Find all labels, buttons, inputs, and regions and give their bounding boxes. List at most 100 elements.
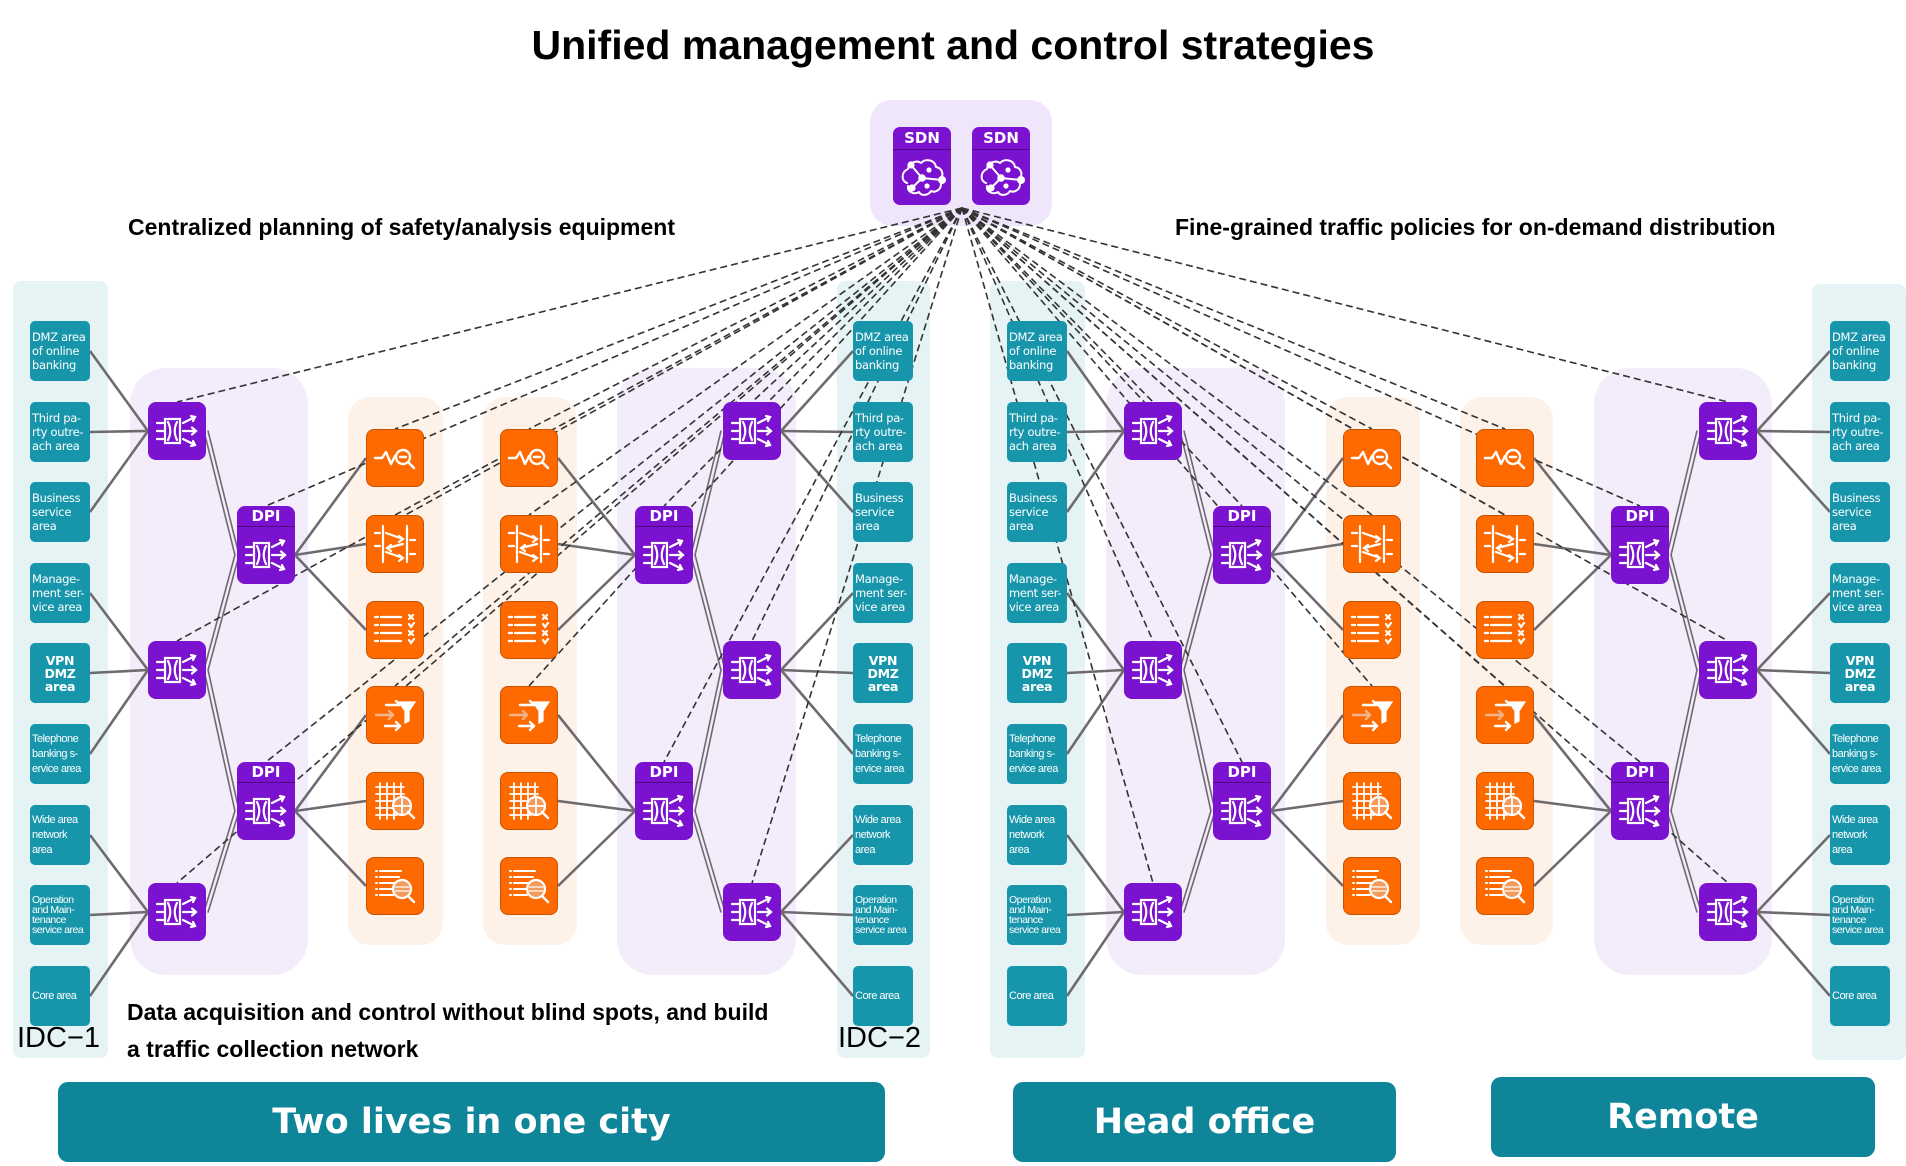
- security-tool-4-2[interactable]: [1476, 515, 1534, 573]
- head-area-6[interactable]: Telephone banking s- ervice area: [1007, 724, 1067, 784]
- sdn-controller-2[interactable]: SDN: [972, 127, 1030, 205]
- head-dpi-switch-2[interactable]: DPI: [1213, 762, 1271, 840]
- idc1-access-switch-2[interactable]: [148, 641, 206, 699]
- security-tool-4-4[interactable]: [1476, 686, 1534, 744]
- remote-area-9[interactable]: Core area: [1830, 966, 1890, 1026]
- security-tool-3-2[interactable]: [1343, 515, 1401, 573]
- security-tool-2-2[interactable]: [500, 515, 558, 573]
- security-tool-3-3[interactable]: [1343, 601, 1401, 659]
- remote-access-switch-3[interactable]: [1699, 883, 1757, 941]
- idc2-area-7[interactable]: Wide area network area: [853, 805, 913, 865]
- security-tool-1-1[interactable]: [366, 429, 424, 487]
- security-tool-4-6[interactable]: [1476, 857, 1534, 915]
- area-label: Wide area network area: [855, 813, 901, 856]
- head-area-7[interactable]: Wide area network area: [1007, 805, 1067, 865]
- security-tool-1-6[interactable]: [366, 857, 424, 915]
- idc2-area-4[interactable]: Manage- ment ser- vice area: [853, 563, 913, 623]
- idc1-dpi-switch-1[interactable]: DPI: [237, 506, 295, 584]
- idc2-dpi-switch-2[interactable]: DPI: [635, 762, 693, 840]
- remote-area-5[interactable]: VPN DMZ area: [1830, 643, 1890, 703]
- idc2-access-switch-1[interactable]: [723, 402, 781, 460]
- idc2-area-3[interactable]: Business service area: [853, 482, 913, 542]
- head-dpi-switch-1[interactable]: DPI: [1213, 506, 1271, 584]
- idc2-area-2[interactable]: Third pa- rty outre- ach area: [853, 402, 913, 462]
- area-label: Telephone banking s- ervice area: [32, 732, 81, 775]
- idc2-area-8[interactable]: Operation and Main- tenance service area: [853, 885, 913, 945]
- idc2-area-5[interactable]: VPN DMZ area: [853, 643, 913, 703]
- remote-dpi-switch-1[interactable]: DPI: [1611, 506, 1669, 584]
- traffic-analysis-icon: [1483, 448, 1526, 470]
- head-access-switch-3[interactable]: [1124, 883, 1182, 941]
- security-tool-4-5[interactable]: [1476, 772, 1534, 830]
- head-area-5[interactable]: VPN DMZ area: [1007, 643, 1067, 703]
- security-tool-1-5[interactable]: [366, 772, 424, 830]
- idc2-access-switch-2[interactable]: [723, 641, 781, 699]
- banner-two-lives-one-city[interactable]: Two lives in one city: [58, 1082, 885, 1162]
- security-tool-1-4[interactable]: [366, 686, 424, 744]
- remote-area-2[interactable]: Third pa- rty outre- ach area: [1830, 402, 1890, 462]
- banner-head-office[interactable]: Head office: [1013, 1082, 1396, 1162]
- idc1-area-7[interactable]: Wide area network area: [30, 805, 90, 865]
- security-tool-3-6[interactable]: [1343, 857, 1401, 915]
- remote-area-6[interactable]: Telephone banking s- ervice area: [1830, 724, 1890, 784]
- idc1-area-6[interactable]: Telephone banking s- ervice area: [30, 724, 90, 784]
- banner-remote[interactable]: Remote: [1491, 1077, 1875, 1157]
- head-area-9[interactable]: Core area: [1007, 966, 1067, 1026]
- security-tool-2-4[interactable]: [500, 686, 558, 744]
- switch-icon: [244, 794, 287, 828]
- remote-area-1[interactable]: DMZ area of online banking: [1830, 321, 1890, 381]
- idc1-area-2[interactable]: Third pa- rty outre- ach area: [30, 402, 90, 462]
- traffic-analysis-icon: [1350, 448, 1393, 470]
- idc1-access-switch-3[interactable]: [148, 883, 206, 941]
- security-tool-2-1[interactable]: [500, 429, 558, 487]
- security-tool-1-3[interactable]: [366, 601, 424, 659]
- security-tool-2-3[interactable]: [500, 601, 558, 659]
- dpi-label: DPI: [1611, 506, 1669, 527]
- security-tool-1-2[interactable]: [366, 515, 424, 573]
- head-area-1[interactable]: DMZ area of online banking: [1007, 321, 1067, 381]
- area-label: Core area: [32, 989, 77, 1002]
- security-tool-3-1[interactable]: [1343, 429, 1401, 487]
- head-area-4[interactable]: Manage- ment ser- vice area: [1007, 563, 1067, 623]
- idc1-area-9[interactable]: Core area: [30, 966, 90, 1026]
- idc1-area-8[interactable]: Operation and Main- tenance service area: [30, 885, 90, 945]
- idc1-area-3[interactable]: Business service area: [30, 482, 90, 542]
- remote-dpi-switch-2[interactable]: DPI: [1611, 762, 1669, 840]
- security-tool-4-1[interactable]: [1476, 429, 1534, 487]
- remote-access-switch-2[interactable]: [1699, 641, 1757, 699]
- head-area-8[interactable]: Operation and Main- tenance service area: [1007, 885, 1067, 945]
- remote-area-3[interactable]: Business service area: [1830, 482, 1890, 542]
- idc1-dpi-switch-2[interactable]: DPI: [237, 762, 295, 840]
- dpi-label: DPI: [1213, 506, 1271, 527]
- area-label: Business service area: [1832, 491, 1881, 533]
- idc1-access-switch-1[interactable]: [148, 402, 206, 460]
- idc2-access-switch-3[interactable]: [723, 883, 781, 941]
- remote-access-switch-1[interactable]: [1699, 402, 1757, 460]
- idc2-dpi-switch-1[interactable]: DPI: [635, 506, 693, 584]
- head-access-switch-2[interactable]: [1124, 641, 1182, 699]
- area-label: VPN DMZ area: [44, 652, 76, 694]
- idc2-area-1[interactable]: DMZ area of online banking: [853, 321, 913, 381]
- idc1-area-4[interactable]: Manage- ment ser- vice area: [30, 563, 90, 623]
- head-area-2[interactable]: Third pa- rty outre- ach area: [1007, 402, 1067, 462]
- head-area-3[interactable]: Business service area: [1007, 482, 1067, 542]
- remote-area-7[interactable]: Wide area network area: [1830, 805, 1890, 865]
- load-balancer-icon: [1350, 524, 1394, 564]
- idc2-area-9[interactable]: Core area: [853, 966, 913, 1026]
- remote-area-4[interactable]: Manage- ment ser- vice area: [1830, 563, 1890, 623]
- security-tool-2-5[interactable]: [500, 772, 558, 830]
- area-label: Telephone banking s- ervice area: [855, 732, 904, 775]
- traffic-filter-icon: [1351, 699, 1394, 732]
- idc1-area-1[interactable]: DMZ area of online banking: [30, 321, 90, 381]
- remote-area-8[interactable]: Operation and Main- tenance service area: [1830, 885, 1890, 945]
- security-tool-4-3[interactable]: [1476, 601, 1534, 659]
- log-search-icon: [375, 870, 416, 904]
- idc1-area-5[interactable]: VPN DMZ area: [30, 643, 90, 703]
- idc2-area-6[interactable]: Telephone banking s- ervice area: [853, 724, 913, 784]
- security-tool-3-5[interactable]: [1343, 772, 1401, 830]
- security-tool-3-4[interactable]: [1343, 686, 1401, 744]
- security-tool-2-6[interactable]: [500, 857, 558, 915]
- head-access-switch-1[interactable]: [1124, 402, 1182, 460]
- sdn-controller-1[interactable]: SDN: [893, 127, 951, 205]
- switch-icon: [1131, 895, 1174, 929]
